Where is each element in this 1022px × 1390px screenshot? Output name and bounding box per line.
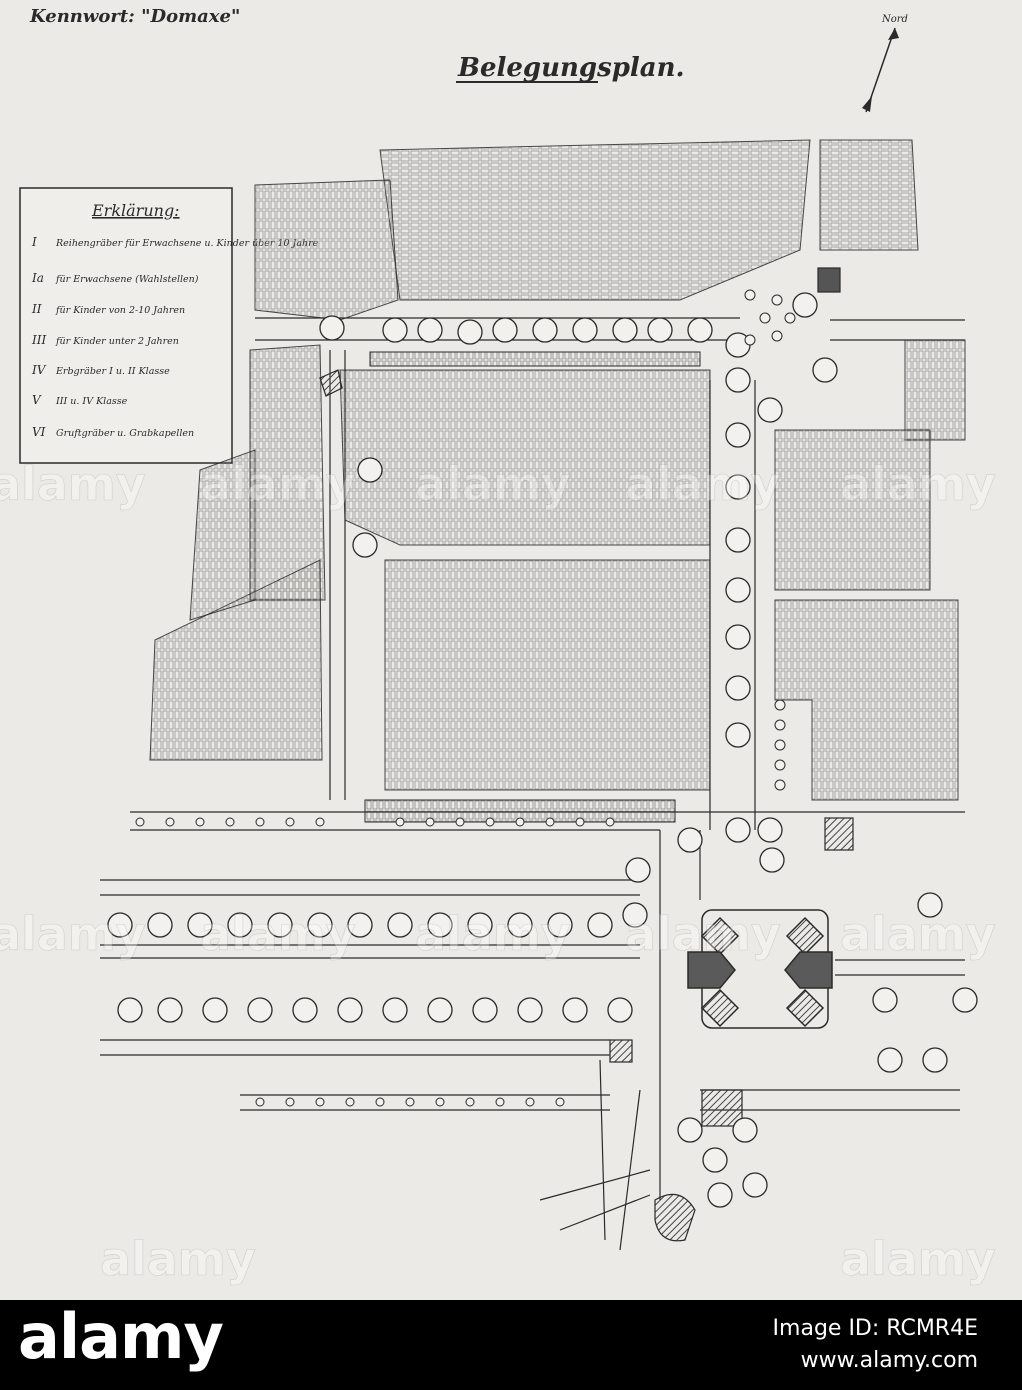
legend-title: Erklärung:	[91, 201, 180, 220]
legend-box	[19, 187, 233, 464]
watermark: alamy	[840, 457, 996, 511]
small-trees	[135, 289, 796, 1107]
svg-text:Ia: Ia	[31, 271, 44, 285]
legend-entry: IV Erbgräber I u. II Klasse	[31, 363, 170, 377]
grave-fields	[149, 139, 966, 823]
plan-sheet: Kennwort: "Domaxe" Belegungsplan. Nord E…	[0, 6, 997, 1287]
watermark: alamy	[0, 907, 146, 961]
svg-text:III u. IV Klasse: III u. IV Klasse	[55, 396, 128, 407]
legend-entry: Ia für Erwachsene (Wahlstellen)	[31, 271, 199, 285]
watermark: alamy	[840, 907, 996, 961]
svg-text:Erbgräber I u. II Klasse: Erbgräber I u. II Klasse	[55, 366, 170, 377]
svg-text:Gruftgräber u. Grabkapellen: Gruftgräber u. Grabkapellen	[56, 428, 194, 439]
site-url-link[interactable]: www.alamy.com	[800, 1348, 978, 1373]
svg-text:für Kinder unter 2 Jahren: für Kinder unter 2 Jahren	[55, 336, 179, 347]
tree-rows	[107, 292, 978, 1208]
svg-text:I: I	[31, 235, 37, 249]
legend-entry: V III u. IV Klasse	[32, 393, 128, 407]
legend-entry: II für Kinder von 2-10 Jahren	[31, 302, 185, 316]
svg-text:für Kinder von 2-10 Jahren: für Kinder von 2-10 Jahren	[55, 305, 185, 316]
watermark: alamy	[625, 907, 781, 961]
watermark: alamy	[200, 457, 356, 511]
footer-bar	[0, 1300, 1022, 1390]
svg-text:II: II	[31, 302, 42, 316]
legend-entry: I Reihengräber für Erwachsene u. Kinder …	[31, 235, 319, 249]
svg-text:für Erwachsene (Wahlstellen): für Erwachsene (Wahlstellen)	[55, 274, 199, 285]
central-square	[687, 909, 833, 1029]
legend-entry: VI Gruftgräber u. Grabkapellen	[32, 425, 194, 439]
watermark: alamy	[625, 457, 781, 511]
watermark: alamy	[840, 1232, 996, 1286]
cemetery-plan-drawing: Kennwort: "Domaxe" Belegungsplan. Nord E…	[0, 6, 996, 1287]
watermark: alamy	[0, 457, 146, 511]
north-label: Nord	[881, 14, 908, 25]
watermark-row: alamy alamy alamy alamy alamy alamy alam…	[0, 457, 996, 1287]
crypts	[319, 267, 854, 1242]
watermark: alamy	[415, 457, 571, 511]
image-id-label: Image ID: RCMR4E	[772, 1316, 978, 1341]
watermark: alamy	[200, 907, 356, 961]
svg-text:III: III	[31, 333, 46, 347]
svg-text:IV: IV	[31, 363, 47, 377]
alamy-logo[interactable]: alamy	[18, 1300, 224, 1373]
north-arrow-icon	[862, 27, 899, 113]
svg-text:VI: VI	[32, 425, 46, 439]
legend-entry: III für Kinder unter 2 Jahren	[31, 333, 179, 347]
kennwort-label: Kennwort: "Domaxe"	[29, 6, 240, 27]
svg-text:Reihengräber für Erwachsene u.: Reihengräber für Erwachsene u. Kinder üb…	[55, 238, 319, 249]
svg-text:V: V	[32, 393, 42, 407]
plan-title: Belegungsplan.	[457, 53, 685, 83]
watermark: alamy	[415, 907, 571, 961]
watermark: alamy	[100, 1232, 256, 1286]
